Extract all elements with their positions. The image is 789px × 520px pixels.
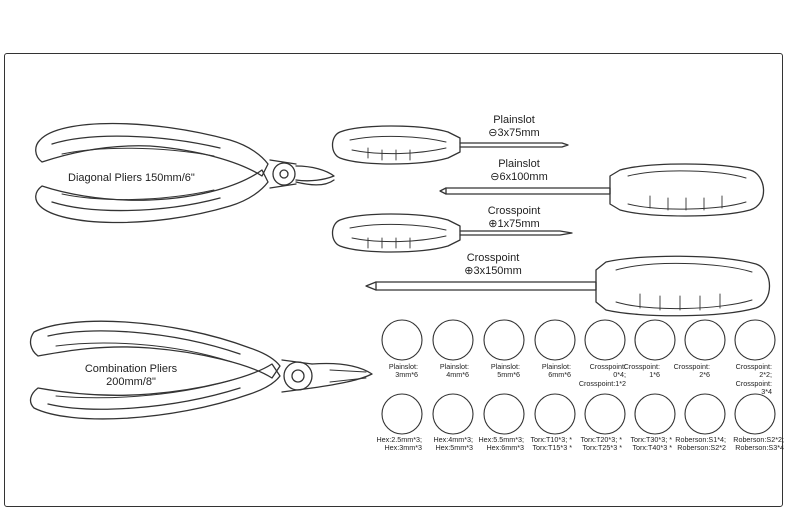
combination-pliers-icon	[29, 320, 373, 420]
screwdriver-4-size: 3x150mm	[473, 265, 522, 277]
diagonal-pliers-label: Diagonal Pliers 150mm/6"	[68, 172, 195, 184]
screwdriver-plainslot-6x100-icon	[439, 163, 765, 217]
bit-label: Roberson:S1*4; Roberson:S2*2	[675, 435, 726, 453]
bit-label: Torx:T30*3; * Torx:T40*3 *	[630, 435, 672, 453]
screwdriver-3-label: Crosspoint ⊕1x75mm	[484, 205, 544, 231]
bit-label: Crosspoint: 2*2; Crosspoint: 3*4	[735, 362, 772, 397]
bit-circle	[381, 319, 423, 361]
bit-circle	[534, 393, 576, 435]
bit-circle	[634, 319, 676, 361]
screwdriver-3-type: Crosspoint	[487, 205, 541, 217]
screwdriver-2-label: Plainslot ⊖6x100mm	[486, 158, 552, 184]
tray-outline	[4, 53, 783, 507]
slot-icon: ⊖	[488, 127, 498, 139]
screwdriver-crosspoint-3x150-icon	[365, 255, 770, 317]
screwdriver-3-size: 1x75mm	[497, 218, 540, 230]
bit-circle	[734, 393, 776, 435]
bit-label: Hex:4mm*3; Hex:5mm*3	[433, 435, 473, 453]
screwdriver-3-size-row: ⊕1x75mm	[484, 218, 544, 231]
screwdriver-1-size-row: ⊖3x75mm	[484, 127, 544, 140]
bit-circles-row-1	[381, 319, 776, 361]
screwdriver-1-label: Plainslot ⊖3x75mm	[484, 114, 544, 140]
combination-pliers-label: Combination Pliers 200mm/8"	[66, 363, 196, 389]
bit-circle	[483, 393, 525, 435]
bit-label: Roberson:S2*2; Roberson:S3*4	[733, 435, 784, 453]
bit-circle	[584, 393, 626, 435]
bit-circle	[534, 319, 576, 361]
screwdriver-1-size: 3x75mm	[497, 127, 540, 139]
bit-label: Plainslot: 5mm*6	[490, 362, 520, 380]
bit-label: Plainslot: 6mm*6	[541, 362, 571, 380]
bit-circle	[432, 319, 474, 361]
bit-circle	[483, 319, 525, 361]
bit-label: Crosspoint: 1*6	[623, 362, 660, 380]
bit-circle	[734, 319, 776, 361]
diagonal-pliers-icon	[35, 122, 335, 224]
bit-label: Plainslot: 3mm*6	[388, 362, 418, 380]
bit-circle	[684, 393, 726, 435]
bit-label: Torx:T10*3; * Torx:T15*3 *	[530, 435, 572, 453]
bit-circles-row-2	[381, 393, 776, 435]
screwdriver-plainslot-3x75-icon	[331, 125, 569, 165]
combination-pliers-label-line2: 200mm/8"	[106, 376, 156, 388]
combination-pliers-label-line1: Combination Pliers	[84, 363, 178, 375]
bit-label: Torx:T20*3; * Torx:T25*3 *	[580, 435, 622, 453]
bit-label: Hex:5.5mm*3; Hex:6mm*3	[478, 435, 524, 453]
bit-circle	[684, 319, 726, 361]
screwdriver-2-type: Plainslot	[498, 158, 540, 170]
bit-label: Hex:2.5mm*3; Hex:3mm*3	[376, 435, 422, 453]
screwdriver-2-size-row: ⊖6x100mm	[486, 171, 552, 184]
screwdriver-4-label: Crosspoint ⊕3x150mm	[458, 252, 528, 278]
screwdriver-4-size-row: ⊕3x150mm	[458, 265, 528, 278]
cross-icon: ⊕	[464, 265, 474, 277]
screwdriver-crosspoint-1x75-icon	[331, 213, 573, 253]
bit-circle	[584, 319, 626, 361]
screwdriver-1-type: Plainslot	[493, 114, 535, 126]
bit-label: Crosspoint: 2*6	[673, 362, 710, 380]
bit-label: Plainslot: 4mm*6	[439, 362, 469, 380]
bit-circle	[634, 393, 676, 435]
screwdriver-2-size: 6x100mm	[499, 171, 548, 183]
bit-label: Crosspoint: 0*4; Crosspoint:1*2	[578, 362, 626, 388]
bit-circle	[381, 393, 423, 435]
screwdriver-4-type: Crosspoint	[466, 252, 520, 264]
cross-icon: ⊕	[488, 218, 498, 230]
bit-circle	[432, 393, 474, 435]
slot-icon: ⊖	[490, 171, 500, 183]
